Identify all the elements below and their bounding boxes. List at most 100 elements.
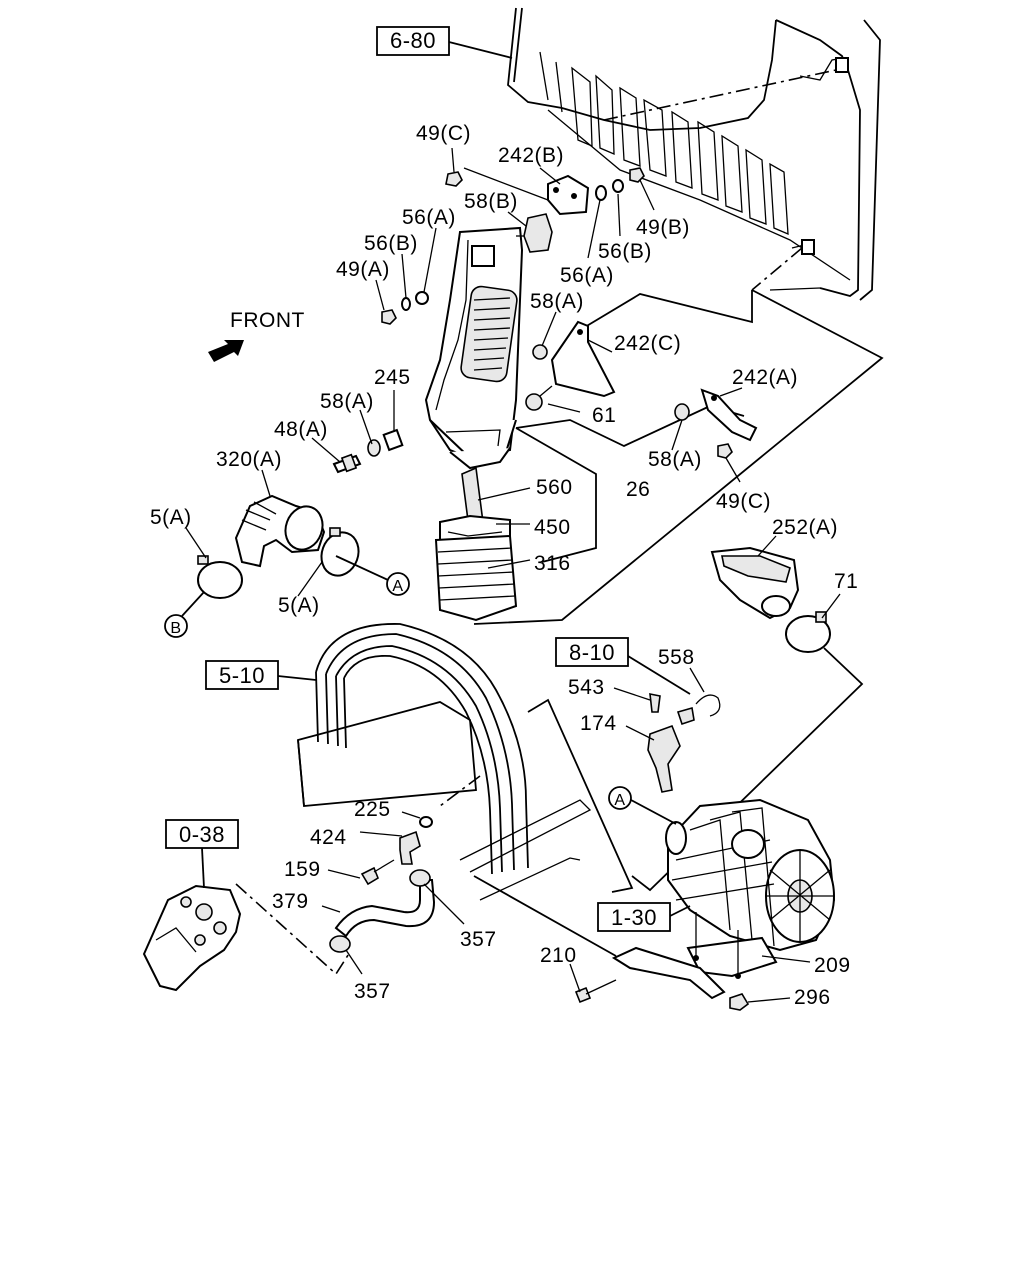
callout-labels: 49(C) 242(B) 58(B) 56(A) 56(B) 49(A) 49(…	[150, 122, 858, 1009]
callout-245: 245	[374, 366, 411, 389]
intake-duct	[424, 226, 524, 470]
callout-560: 560	[536, 476, 573, 499]
fitting-424	[399, 830, 421, 865]
air-cleaner-assembly	[665, 798, 836, 952]
front-label: FRONT	[230, 309, 305, 332]
washer-58A-left	[367, 439, 381, 457]
callout-58A: 58(A)	[320, 390, 374, 413]
hose-379	[334, 879, 436, 938]
callout-357: 357	[354, 980, 391, 1003]
pump-unit	[142, 884, 242, 992]
nut-49C-bottom	[717, 443, 733, 459]
strap-210	[611, 946, 726, 1000]
sensor-174	[647, 724, 681, 793]
air-outlet-252A	[710, 546, 800, 620]
connector-558	[676, 694, 721, 726]
ref-box-0-38[interactable]: 0-38	[165, 819, 239, 849]
rubber-mount-58B	[516, 213, 553, 253]
circle-ref-A-lower[interactable]: A	[608, 786, 632, 810]
callout-543: 543	[568, 676, 605, 699]
svg-text:0-38: 0-38	[179, 822, 225, 847]
circle-ref-A-upper[interactable]: A	[386, 572, 410, 596]
svg-text:A: A	[614, 792, 625, 809]
elbow-hose-320A	[234, 494, 326, 568]
bracket-242A	[700, 388, 758, 442]
callout-242B: 242(B)	[498, 144, 564, 167]
callout-48A: 48(A)	[274, 418, 328, 441]
callout-5A: 5(A)	[278, 594, 320, 617]
leader-lines	[185, 147, 841, 1003]
circle-ref-B[interactable]: B	[164, 614, 188, 638]
nut-296	[729, 993, 750, 1011]
clamp-5A-bottom	[320, 527, 360, 577]
callout-159: 159	[284, 858, 321, 881]
callout-379: 379	[272, 890, 309, 913]
callout-242C: 242(C)	[614, 332, 681, 355]
front-arrow-icon	[208, 340, 244, 362]
frame-rail	[297, 623, 592, 901]
spacer-245	[382, 428, 404, 452]
callout-56B: 56(B)	[364, 232, 418, 255]
washer-58A-right	[674, 403, 690, 421]
washer-56A-left	[415, 291, 429, 305]
washer-56A-right	[595, 185, 607, 201]
cab-back-panel	[507, 7, 881, 301]
callout-49A: 49(A)	[336, 258, 390, 281]
svg-text:A: A	[392, 578, 403, 595]
washer-58A-mid	[532, 344, 548, 360]
ref-box-5-10[interactable]: 5-10	[205, 660, 279, 690]
callout-26: 26	[626, 478, 650, 501]
callout-424: 424	[310, 826, 347, 849]
callout-61: 61	[592, 404, 616, 427]
callout-49C: 49(C)	[416, 122, 471, 145]
bolt-210	[574, 979, 617, 1004]
nut-49B	[629, 167, 645, 183]
nut-49C-top	[445, 171, 463, 187]
callout-320A: 320(A)	[216, 448, 282, 471]
callout-296: 296	[794, 986, 831, 1009]
callout-252A: 252(A)	[772, 516, 838, 539]
callout-357: 357	[460, 928, 497, 951]
screw-543	[649, 693, 661, 713]
svg-text:1-30: 1-30	[611, 905, 657, 930]
callout-58A: 58(A)	[530, 290, 584, 313]
bolt-61	[525, 385, 553, 411]
ref-box-8-10[interactable]: 8-10	[555, 637, 629, 667]
callout-558: 558	[658, 646, 695, 669]
callout-49B: 49(B)	[636, 216, 690, 239]
callout-210: 210	[540, 944, 577, 967]
bracket-242C	[550, 320, 616, 398]
clamp-5A-left	[197, 555, 243, 599]
callout-5A: 5(A)	[150, 506, 192, 529]
mount-bracket-209	[686, 912, 778, 979]
callout-56A: 56(A)	[560, 264, 614, 287]
callout-209: 209	[814, 954, 851, 977]
callout-450: 450	[534, 516, 571, 539]
oring-225	[419, 816, 433, 828]
callout-225: 225	[354, 798, 391, 821]
callout-58A: 58(A)	[648, 448, 702, 471]
boot-316	[434, 534, 518, 622]
ref-box-1-30[interactable]: 1-30	[597, 902, 671, 932]
svg-text:6-80: 6-80	[390, 28, 436, 53]
callout-56A: 56(A)	[402, 206, 456, 229]
svg-text:B: B	[170, 620, 181, 637]
ref-box-6-80[interactable]: 6-80	[376, 26, 450, 56]
bolt-48A	[332, 453, 362, 474]
bracket-242B	[547, 174, 590, 216]
washer-56B-right	[612, 179, 624, 193]
callout-49C: 49(C)	[716, 490, 771, 513]
svg-text:5-10: 5-10	[219, 663, 265, 688]
callout-242A: 242(A)	[732, 366, 798, 389]
svg-text:8-10: 8-10	[569, 640, 615, 665]
clamp-357-bottom	[329, 935, 351, 953]
clamp-71	[785, 611, 831, 653]
nut-49A	[381, 309, 397, 325]
callout-71: 71	[834, 570, 858, 593]
callout-316: 316	[534, 552, 571, 575]
washer-56B-left	[401, 297, 411, 311]
callout-58B: 58(B)	[464, 190, 518, 213]
clamp-357-mid	[409, 869, 431, 887]
